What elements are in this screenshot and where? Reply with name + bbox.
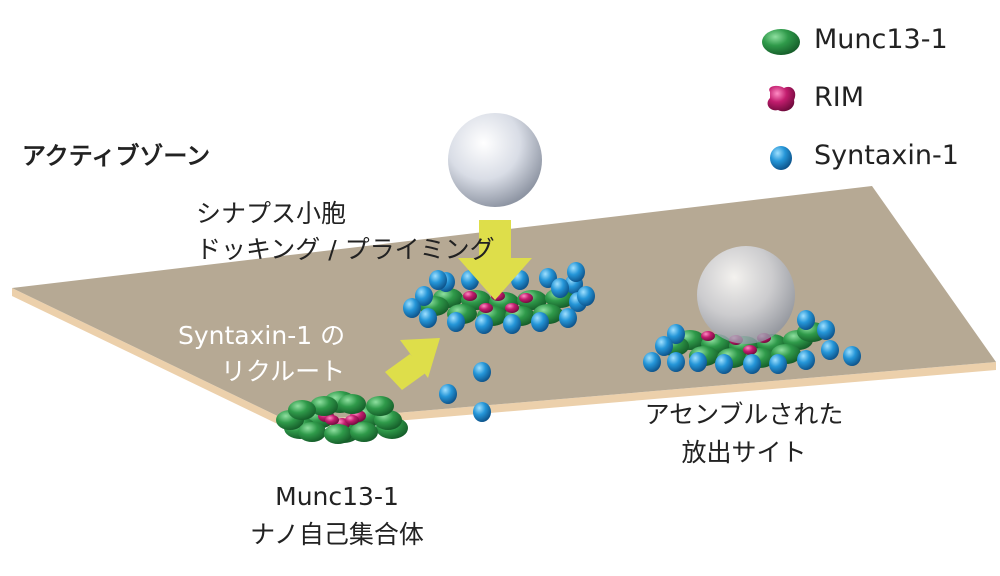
syntaxin-protein [473, 402, 491, 422]
syntaxin-protein [403, 298, 421, 318]
syntaxin-protein [655, 336, 673, 356]
syntaxin-protein [797, 350, 815, 370]
syntaxin-protein [475, 314, 493, 334]
syntaxin-protein [689, 352, 707, 372]
syntaxin-protein [577, 286, 595, 306]
synaptic-vesicle [448, 113, 542, 207]
legend-item-rim: RIM [762, 80, 992, 120]
syntaxin-recruit-label: Syntaxin-1 の リクルート [178, 318, 345, 390]
munc13-protein [350, 422, 378, 442]
munc13-1-icon [762, 29, 800, 55]
syntaxin-protein [567, 262, 585, 282]
nanoassembly-line2: ナノ自己集合体 [250, 520, 424, 549]
assembled-site-label: アセンブルされた 放出サイト [628, 396, 860, 472]
syntaxin-protein [715, 354, 733, 374]
rim-protein [519, 293, 533, 303]
assembled-site-line2: 放出サイト [681, 438, 807, 467]
recruit-arrow [385, 338, 440, 390]
docking-arrow [458, 220, 532, 300]
syntaxin-protein [667, 324, 685, 344]
syntaxin-protein [429, 270, 447, 290]
rim-protein [325, 415, 339, 425]
syntaxin-protein [821, 340, 839, 360]
rim-protein [701, 331, 715, 341]
legend-item-syntaxin: Syntaxin-1 [762, 138, 992, 178]
syntaxin-protein [551, 278, 569, 298]
syntaxin-protein [415, 286, 433, 306]
syntaxin-protein [473, 362, 491, 382]
free-syntaxin-group [439, 362, 491, 422]
syntaxin-protein [817, 320, 835, 340]
legend-label-rim: RIM [814, 82, 865, 113]
vesicle-docking-label: シナプス小胞 ドッキング / プライミング [196, 196, 495, 268]
nanoassembly-label: Munc13-1 ナノ自己集合体 [226, 478, 448, 554]
munc13-protein [338, 394, 366, 414]
syntaxin-protein [797, 310, 815, 330]
rim-icon [767, 85, 796, 112]
munc13-protein [366, 396, 394, 416]
munc13-protein [324, 424, 352, 444]
syntaxin-protein [643, 352, 661, 372]
active-zone-label: アクティブゾーン [22, 142, 211, 170]
syntaxin-protein [531, 312, 549, 332]
legend-label-munc13: Munc13-1 [814, 24, 948, 55]
syntaxin-protein [843, 346, 861, 366]
munc13-protein [298, 422, 326, 442]
syntaxin-protein [419, 308, 437, 328]
syntaxin-recruit-line2: リクルート [220, 357, 346, 386]
syntaxin-recruit-line1: Syntaxin-1 の [178, 321, 346, 350]
rim-protein [345, 415, 359, 425]
assembled-site-line1: アセンブルされた [644, 400, 844, 429]
rim-protein [505, 303, 519, 313]
legend-item-munc13: Munc13-1 [762, 22, 992, 62]
legend-icons [762, 29, 800, 170]
syntaxin-1-icon [770, 146, 792, 170]
rim-protein [743, 345, 757, 355]
vesicle-docking-line2: ドッキング / プライミング [196, 235, 495, 264]
syntaxin-protein [769, 354, 787, 374]
munc13-protein [310, 396, 338, 416]
syntaxin-protein [439, 384, 457, 404]
syntaxin-protein [503, 314, 521, 334]
munc13-nanoassembly [276, 391, 408, 444]
legend-label-syntaxin: Syntaxin-1 [814, 140, 959, 171]
assembled-release-site [643, 310, 861, 374]
syntaxin-protein [743, 354, 761, 374]
nanoassembly-line1: Munc13-1 [275, 482, 399, 511]
munc13-protein [288, 400, 316, 420]
vesicle-docking-line1: シナプス小胞 [196, 199, 347, 228]
syntaxin-protein [559, 308, 577, 328]
syntaxin-protein [447, 312, 465, 332]
syntaxin-protein [667, 352, 685, 372]
rim-protein [463, 291, 477, 301]
docked-vesicle [697, 246, 795, 344]
rim-protein [479, 303, 493, 313]
